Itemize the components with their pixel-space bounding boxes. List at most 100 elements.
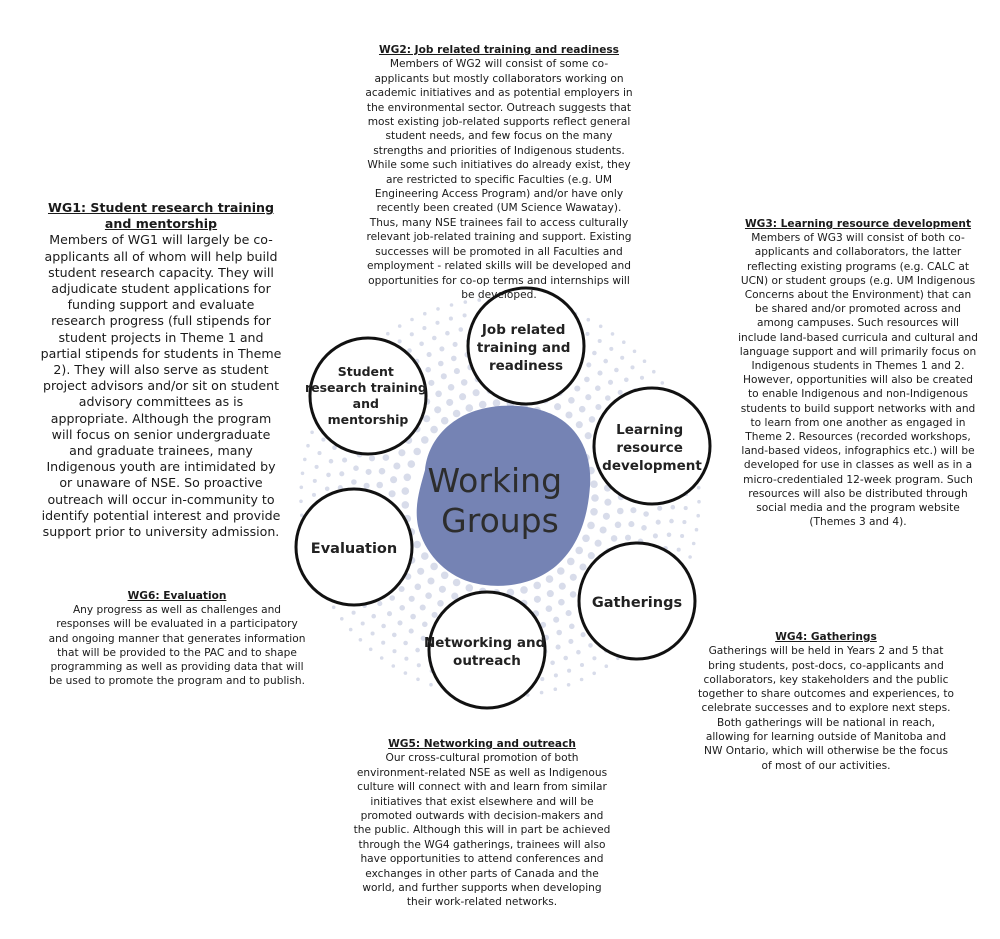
ring-dot [414,359,419,364]
ring-dot [326,514,331,519]
ring-dot [565,411,572,418]
ring-dot [588,643,593,648]
center-label-line-1: Working [427,461,562,500]
ring-dot [500,323,505,328]
ring-dot [505,615,512,622]
ring-dot [649,411,654,416]
node-circle [579,543,695,659]
ring-dot [342,458,347,463]
ring-dot [380,585,386,591]
ring-dot [554,403,561,410]
ring-dot [530,639,536,645]
ring-dot [563,656,568,661]
ring-dot [695,528,699,532]
ring-dot [516,641,522,647]
ring-dot [547,303,551,307]
ring-dot [473,389,480,396]
ring-dot [582,535,590,543]
ring-dot [401,545,408,552]
ring-dot [557,421,565,429]
ring-dot [405,573,412,580]
wg2-description: WG2: Job related training and readiness … [365,43,633,302]
ring-dot [325,487,330,492]
ring-dot [382,564,388,570]
ring-dot [371,631,375,635]
node-learning-resource-development: Learning resource development [594,388,710,504]
ring-dot [541,328,546,333]
ring-dot [379,524,386,531]
ring-dot [340,568,345,573]
center-label-line-2: Groups [441,501,559,540]
ring-dot [498,695,502,699]
ring-dot [561,307,565,311]
ring-dot [642,469,648,475]
ring-dot [674,437,678,441]
ring-dot [680,534,684,538]
ring-dot [415,648,420,653]
ring-dot [520,350,526,356]
ring-dot [609,347,613,351]
ring-dot [376,496,383,503]
ring-dot [395,532,402,539]
ring-dot [567,558,575,566]
ring-dot [478,601,485,608]
ring-dot [413,425,420,432]
ring-dot [410,614,416,620]
ring-dot [364,483,370,489]
ring-dot [402,501,410,509]
ring-dot [409,629,414,634]
ring-dot [585,332,589,336]
ring-dot [436,307,440,311]
ring-dot [313,479,317,483]
ring-dot [357,396,362,401]
ring-dot [495,361,501,367]
wg3-title: WG3: Learning resource development [738,217,978,231]
ring-dot [408,528,416,536]
ring-dot [604,439,611,446]
ring-dot [604,649,608,653]
wg1-description: WG1: Student research training and mento… [40,200,282,540]
ring-dot [368,590,373,595]
ring-dot [614,466,621,473]
ring-dot [337,499,342,504]
ring-dot [374,442,380,448]
node-label: Job related training and readiness [477,322,575,374]
ring-dot [398,449,405,456]
ring-dot [638,539,644,545]
ring-dot [577,602,583,608]
wg1-body: Members of WG1 will largely be co-applic… [40,232,282,540]
ring-dot [506,349,512,355]
ring-dot [357,452,363,458]
ring-dot [438,361,444,367]
ring-dot [587,522,595,530]
ring-dot [568,397,575,404]
ring-dot [630,607,635,612]
ring-dot [590,480,598,488]
ring-dot [429,683,433,687]
ring-dot [503,374,510,381]
ring-dot [656,478,661,483]
ring-dot [342,420,347,425]
ring-dot [535,340,540,345]
ring-dot [425,367,431,373]
ring-dot [528,325,533,330]
ring-dot [446,647,451,652]
ring-dot [694,458,698,462]
ring-dot [348,554,353,559]
ring-dot [610,452,617,459]
ring-dot [675,405,679,409]
ring-dot [403,641,408,646]
ring-dot [639,456,645,462]
ring-dot [505,310,509,314]
ring-dot [490,310,494,314]
wg2-title: WG2: Job related training and readiness [365,43,633,57]
ring-dot [320,548,324,552]
ring-dot [529,652,534,657]
ring-dot [585,394,591,400]
ring-dot [656,399,660,403]
ring-dot [413,448,421,456]
ring-dot [371,614,376,619]
ring-dot [580,663,584,667]
ring-dot [534,353,540,359]
ring-dot [657,492,662,497]
